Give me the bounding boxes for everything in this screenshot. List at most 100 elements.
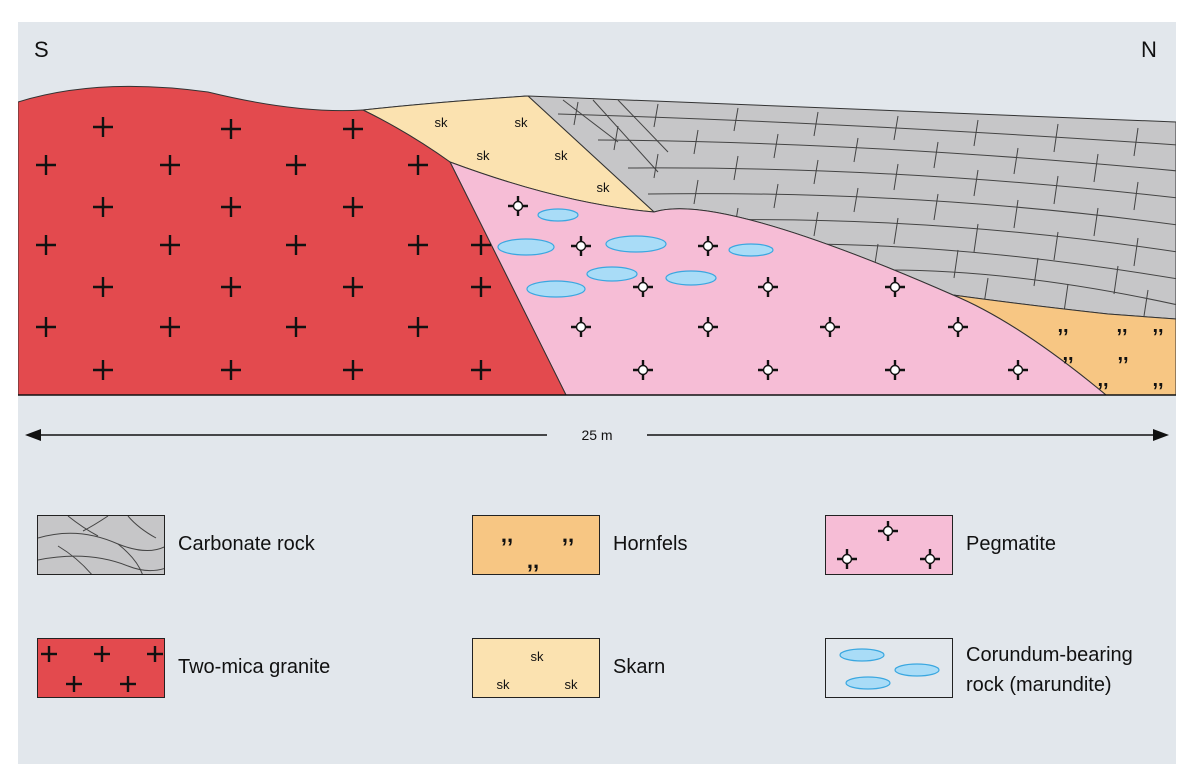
hornfels-mark-text: ,, [1057,315,1068,337]
hornfels-mark-text: ,, [1117,343,1128,365]
pegmatite-crystal-icon [1008,360,1028,380]
hornfels-pattern-icon: ,,,,,, [501,522,574,573]
granite-swatch [37,638,165,698]
scale-arrow [25,429,1169,441]
granite-plus-icon [36,235,56,255]
granite-plus-icon [93,360,113,380]
granite-plus-icon [36,155,56,175]
corundum-lens-icon [537,208,579,222]
granite-plus-icon [343,277,363,297]
granite-plus-icon [120,676,136,692]
pegmatite-crystal-icon [698,317,718,337]
granite-plus-icon [147,646,163,662]
hornfels-label: Hornfels [613,533,688,555]
granite-plus-icon [93,117,113,137]
skarn-label: Skarn [613,656,666,678]
geologic-cross-section: sk sk sk sk sk,,,,,,,,,,,,,, [18,85,1176,441]
pegmatite-crystal-icon [571,236,591,256]
pegmatite-crystal-icon [885,360,905,380]
granite-plus-icon [36,317,56,337]
carbonate-label: Carbonate rock [178,533,315,555]
corundum-lens-icon [728,243,774,257]
corundum-lens-icon [526,280,586,298]
granite-plus-icon [160,317,180,337]
scale-label: 25 m [547,427,647,443]
pegmatite-label: Pegmatite [966,533,1057,555]
pegmatite-crystal-icon [948,317,968,337]
skarn-mark-text: sk [435,115,449,130]
granite-plus-icon [221,119,241,139]
granite-pattern-icon [41,646,163,692]
hornfels-swatch: ,,,,,, [472,515,600,575]
hornfels-mark-text: ,, [501,522,513,547]
granite-plus-icon [343,360,363,380]
skarn-mark-text: sk [597,180,611,195]
corundum-swatch [825,638,953,698]
skarn-mark-text: sk [555,148,569,163]
granite-plus-icon [471,235,491,255]
granite-plus-icon [41,646,57,662]
skarn-mark-text: sk [531,649,545,664]
carbonate-swatch [37,515,165,575]
granite-plus-icon [408,317,428,337]
diagram-panel: sk sk sk sk sk,,,,,,,,,,,,,, S N 25 m [18,22,1176,764]
corundum-lens-icon [665,270,717,286]
corundum-lens-icon [586,266,638,282]
pegmatite-crystal-icon [633,360,653,380]
granite-plus-icon [343,119,363,139]
carbonate-pattern-icon [38,516,164,574]
skarn-pattern-icon: sk sk sk [497,649,579,692]
pegmatite-crystal-icon [820,317,840,337]
corundum-label: Corundum-bearing rock (marundite) [966,640,1133,700]
granite-plus-icon [408,155,428,175]
direction-south-label: S [34,37,49,62]
corundum-label-line1: Corundum-bearing [966,644,1133,666]
granite-unit [18,85,567,396]
pegmatite-swatch [825,515,953,575]
granite-plus-icon [160,155,180,175]
granite-plus-icon [94,646,110,662]
granite-plus-icon [66,676,82,692]
hornfels-mark-text: ,, [1152,369,1163,391]
granite-plus-icon [221,277,241,297]
granite-plus-icon [221,197,241,217]
granite-plus-icon [286,317,306,337]
skarn-mark-text: sk [497,677,511,692]
skarn-mark-text: sk [565,677,579,692]
corundum-pattern-icon [839,648,940,690]
pegmatite-crystal-icon [758,277,778,297]
corundum-lens-icon [497,238,555,256]
pegmatite-crystal-icon [758,360,778,380]
pegmatite-crystal-icon [920,549,940,569]
hornfels-mark-text: ,, [1097,369,1108,391]
granite-plus-icon [471,360,491,380]
pegmatite-pattern-icon [837,521,940,569]
pegmatite-crystal-icon [508,196,528,216]
corundum-label-line2: rock (marundite) [966,674,1112,696]
pegmatite-unit [448,161,1108,396]
granite-plus-icon [408,235,428,255]
pegmatite-crystal-icon [885,277,905,297]
granite-plus-icon [160,235,180,255]
hornfels-mark-text: ,, [1116,315,1127,337]
pegmatite-crystal-icon [698,236,718,256]
granite-plus-icon [286,235,306,255]
skarn-mark-text: sk [477,148,491,163]
granite-plus-icon [286,155,306,175]
pegmatite-crystal-icon [837,549,857,569]
hornfels-mark-text: ,, [562,522,574,547]
skarn-swatch: sk sk sk [472,638,600,698]
granite-plus-icon [221,360,241,380]
pegmatite-crystal-icon [571,317,591,337]
pegmatite-crystal-icon [878,521,898,541]
granite-plus-icon [93,277,113,297]
hornfels-mark-text: ,, [1152,315,1163,337]
granite-plus-icon [93,197,113,217]
hornfels-mark-text: ,, [1062,343,1073,365]
granite-label: Two-mica granite [178,656,331,678]
corundum-lens-icon [605,235,667,253]
granite-plus-icon [471,277,491,297]
direction-north-label: N [1141,37,1157,62]
pegmatite-crystal-icon [633,277,653,297]
skarn-mark-text: sk [515,115,529,130]
